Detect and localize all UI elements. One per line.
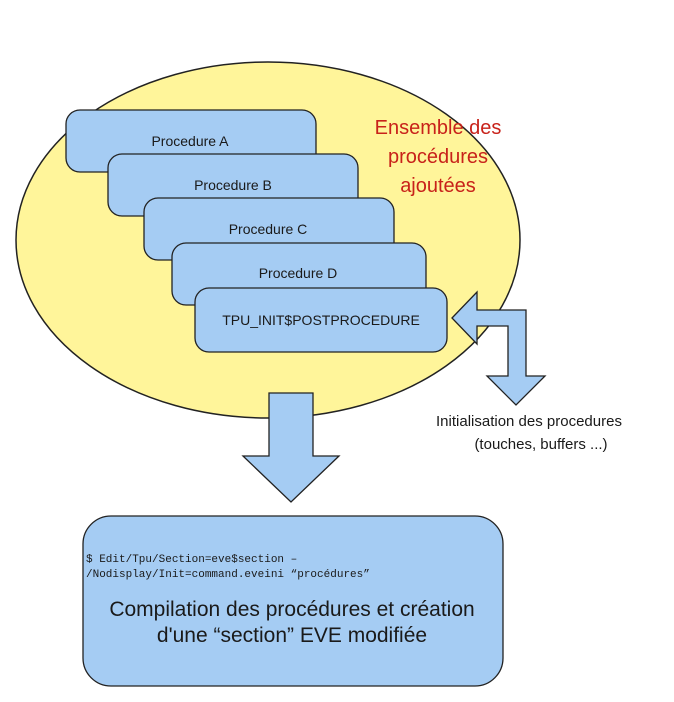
init-label-line1: Initialisation des procedures (436, 413, 622, 430)
command-line-1: $ Edit/Tpu/Section=eve$section – (86, 554, 297, 566)
group-label: Ensemble des procédures ajoutées (375, 117, 502, 197)
init-label: Initialisation des procedures (touches, … (436, 413, 622, 453)
procedure-box-postprocedure: TPU_INIT$POSTPROCEDURE (194, 287, 448, 353)
compilation-title-line1: Compilation des procédures et création (109, 598, 474, 621)
compilation-title-line2: d'une “section” EVE modifiée (157, 624, 427, 647)
init-label-line2: (touches, buffers ...) (474, 436, 607, 453)
compile-down-arrow (241, 392, 341, 503)
group-label-line3: ajoutées (400, 175, 476, 197)
command-line-2: /Nodisplay/Init=command.eveini “procédur… (86, 569, 370, 581)
procedure-a-label: Procedure A (151, 133, 229, 149)
group-label-line2: procédures (388, 146, 488, 168)
procedure-d-label: Procedure D (259, 265, 338, 281)
compilation-box: $ Edit/Tpu/Section=eve$section – /Nodisp… (82, 515, 504, 687)
procedure-b-label: Procedure B (194, 177, 272, 193)
procedure-c-label: Procedure C (229, 221, 308, 237)
postprocedure-label: TPU_INIT$POSTPROCEDURE (222, 312, 420, 328)
init-bent-arrow (451, 290, 547, 406)
group-label-line1: Ensemble des (375, 117, 502, 139)
